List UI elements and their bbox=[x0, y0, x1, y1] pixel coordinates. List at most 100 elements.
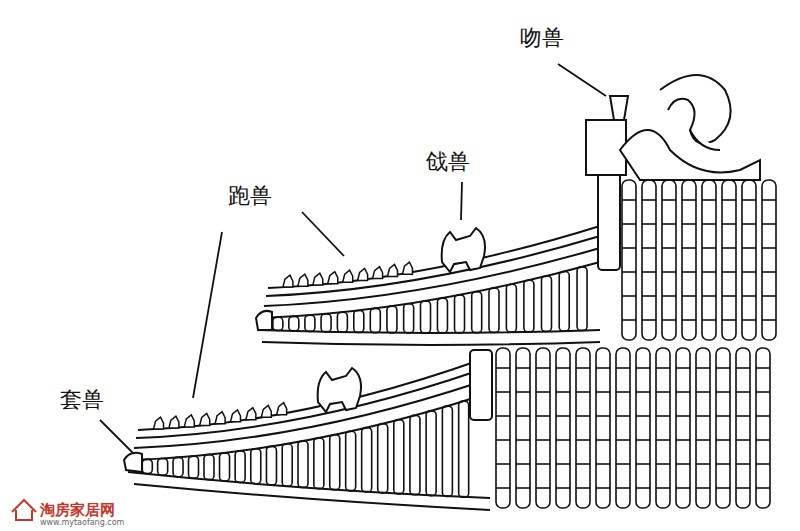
eave-tile bbox=[321, 314, 331, 332]
part-name: 戗兽 bbox=[426, 150, 470, 174]
tile-joint bbox=[616, 439, 630, 441]
tile-joint bbox=[576, 487, 590, 489]
tile-column bbox=[556, 348, 570, 508]
eave-tile bbox=[387, 306, 397, 333]
tile-joint bbox=[636, 391, 650, 393]
running-beast bbox=[184, 415, 194, 427]
tile-joint bbox=[622, 199, 636, 201]
tile-joint bbox=[622, 295, 636, 297]
tile-joint bbox=[616, 391, 630, 393]
tile-joint bbox=[516, 439, 530, 441]
tile-joint bbox=[576, 391, 590, 393]
tile-joint bbox=[762, 271, 776, 273]
eave-tile bbox=[577, 267, 587, 331]
tile-joint bbox=[716, 391, 730, 393]
tile-column bbox=[736, 348, 750, 508]
tile-joint bbox=[756, 463, 770, 465]
tile-column bbox=[756, 348, 770, 508]
part-name: 跑兽 bbox=[228, 184, 272, 208]
eave-tile bbox=[524, 280, 534, 332]
tile-joint bbox=[736, 487, 750, 489]
tile-joint bbox=[696, 367, 710, 369]
eave-tile bbox=[394, 420, 404, 494]
tile-column bbox=[676, 348, 690, 508]
tile-joint bbox=[662, 271, 676, 273]
tile-joint bbox=[722, 199, 736, 201]
eave-tile bbox=[188, 456, 198, 478]
tile-joint bbox=[556, 391, 570, 393]
eave-tile bbox=[362, 428, 372, 492]
tile-joint bbox=[696, 391, 710, 393]
tile-joint bbox=[736, 463, 750, 465]
tile-joint bbox=[696, 463, 710, 465]
tile-joint bbox=[702, 199, 716, 201]
tile-column bbox=[662, 180, 676, 340]
tile-joint bbox=[576, 415, 590, 417]
tile-joint bbox=[496, 391, 510, 393]
eave-tile bbox=[337, 312, 347, 332]
tile-joint bbox=[722, 295, 736, 297]
eave-tile bbox=[370, 308, 380, 332]
qiang-beasts bbox=[318, 228, 485, 412]
tile-column bbox=[636, 348, 650, 508]
eave-tile bbox=[305, 315, 315, 331]
wen-beast bbox=[610, 75, 760, 180]
tile-joint bbox=[702, 247, 716, 249]
eave-tile bbox=[346, 431, 356, 491]
tao-beasts bbox=[124, 311, 272, 472]
tile-joint bbox=[656, 463, 670, 465]
eave-tile bbox=[289, 316, 299, 331]
tile-joint bbox=[536, 367, 550, 369]
running-beast bbox=[246, 408, 256, 420]
tile-joint bbox=[556, 463, 570, 465]
tile-column bbox=[516, 348, 530, 508]
tile-column bbox=[742, 180, 756, 340]
tile-joint bbox=[742, 271, 756, 273]
tile-joint bbox=[642, 295, 656, 297]
tile-joint bbox=[596, 463, 610, 465]
tile-joint bbox=[742, 295, 756, 297]
eave-tile bbox=[282, 444, 292, 486]
tile-joint bbox=[616, 487, 630, 489]
tile-joint bbox=[656, 439, 670, 441]
tile-joint bbox=[742, 223, 756, 225]
eave-tile bbox=[421, 301, 431, 333]
tile-joint bbox=[676, 367, 690, 369]
running-beast bbox=[402, 262, 412, 274]
tile-joint bbox=[716, 415, 730, 417]
tile-joint bbox=[622, 271, 636, 273]
part-name: 套兽 bbox=[60, 388, 104, 412]
tile-joint bbox=[642, 223, 656, 225]
tile-column bbox=[682, 180, 696, 340]
tile-joint bbox=[656, 487, 670, 489]
tile-column bbox=[496, 348, 510, 508]
roof-tiles bbox=[142, 180, 776, 508]
eave-tile bbox=[204, 455, 214, 480]
eave-tile bbox=[273, 317, 283, 330]
tile-joint bbox=[722, 247, 736, 249]
tile-joint bbox=[642, 319, 656, 321]
tile-joint bbox=[756, 439, 770, 441]
tile-joint bbox=[616, 415, 630, 417]
eave-tile bbox=[378, 424, 388, 493]
tile-joint bbox=[516, 391, 530, 393]
tile-joint bbox=[536, 415, 550, 417]
tile-joint bbox=[762, 319, 776, 321]
tile-joint bbox=[662, 199, 676, 201]
eave-tile bbox=[489, 288, 499, 332]
running-beast bbox=[328, 272, 338, 284]
eave-tile bbox=[404, 304, 414, 333]
eave-tile bbox=[298, 441, 308, 488]
tile-joint bbox=[762, 223, 776, 225]
running-beast bbox=[313, 273, 323, 285]
tile-joint bbox=[622, 223, 636, 225]
tile-joint bbox=[536, 391, 550, 393]
tile-joint bbox=[516, 463, 530, 465]
tile-joint bbox=[716, 487, 730, 489]
running-beasts bbox=[154, 262, 413, 429]
tile-joint bbox=[616, 367, 630, 369]
eave-tile bbox=[559, 272, 569, 332]
tile-joint bbox=[696, 415, 710, 417]
eave-tile bbox=[314, 438, 324, 489]
